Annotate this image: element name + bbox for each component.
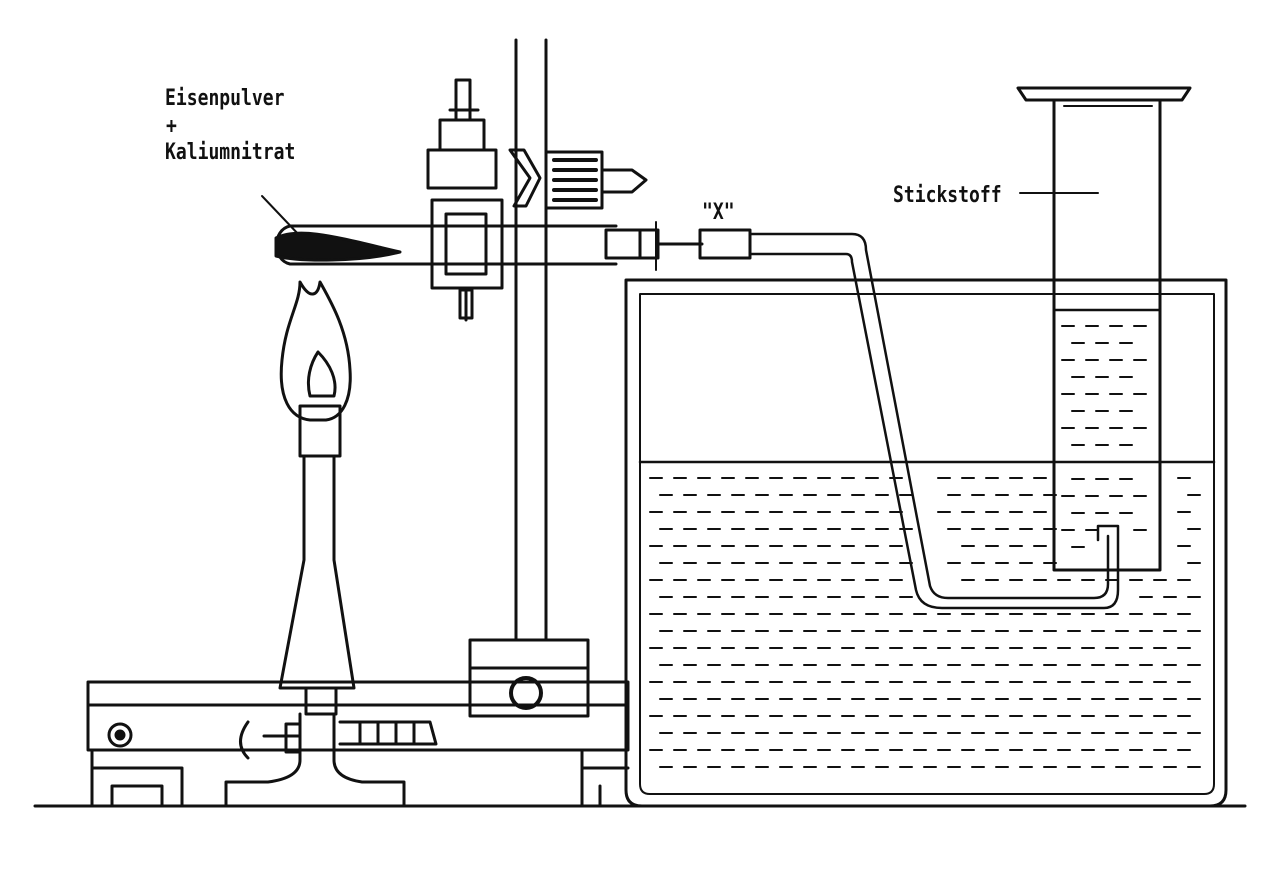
delivery-tube xyxy=(748,232,1120,610)
burner-chimney xyxy=(278,454,356,690)
stand-rod xyxy=(514,38,548,642)
rod-boss-clamp xyxy=(468,638,590,718)
water-dashes xyxy=(649,477,1201,768)
reagent-leader-line xyxy=(261,195,301,237)
water-trough xyxy=(624,278,1228,808)
connector-x xyxy=(698,228,752,260)
gas-collecting-cylinder xyxy=(1016,86,1192,572)
label-reagents-line1: Eisenpulver xyxy=(165,86,285,111)
reagent-mixture xyxy=(274,231,402,262)
label-reagents-line2: Kaliumnitrat xyxy=(165,140,296,165)
burner-flame-inner xyxy=(306,350,337,398)
stand-foot-left xyxy=(90,748,184,808)
label-reagents-plus: + xyxy=(166,114,177,139)
tube-stopper xyxy=(604,221,704,271)
base-knob-left xyxy=(107,722,133,748)
burner-valve xyxy=(239,720,302,760)
tube-clamp xyxy=(426,78,648,322)
burner-flame-outer xyxy=(279,280,352,422)
burner-gas-nozzle xyxy=(338,720,438,746)
burner-foot xyxy=(224,712,406,808)
burner-chimney-top xyxy=(298,404,342,458)
reaction-tube xyxy=(261,195,618,266)
label-gas: Stickstoff xyxy=(893,183,1002,208)
stand-foot-right xyxy=(580,748,630,808)
bunsen-burner xyxy=(224,280,438,808)
label-connector: "X" xyxy=(702,200,735,225)
cylinder-water-dashes xyxy=(1061,325,1147,548)
